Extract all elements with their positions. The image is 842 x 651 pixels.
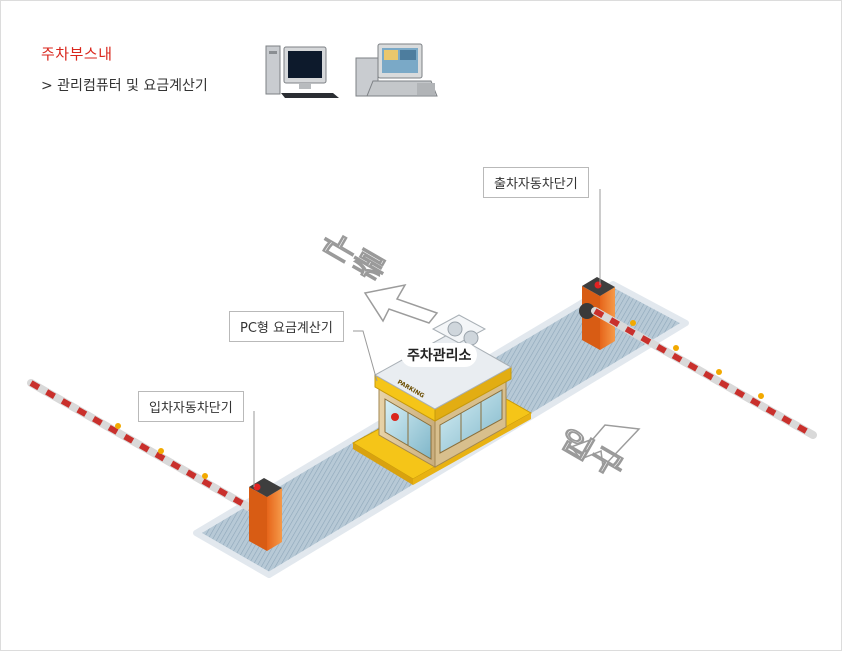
exit-barrier-arm (591, 307, 817, 439)
exit-road-text: 출구 (316, 224, 392, 286)
exit-barrier-lamps (630, 320, 764, 399)
page-title: 주차부스내 (41, 45, 113, 63)
entry-gate-label: 입차자동차단기 (138, 391, 244, 422)
pc-calculator-marker (391, 413, 399, 421)
page-subtitle: > 관리컴퓨터 및 요금계산기 (41, 78, 208, 94)
entry-barrier-lamps (115, 423, 208, 479)
fee-calculator-terminal-icon (355, 43, 438, 97)
entry-direction-arrow (569, 424, 641, 469)
exit-gate (579, 277, 615, 350)
pc-calculator-label: PC형 요금계산기 (229, 311, 344, 342)
exit-gate-label: 출차자동차단기 (483, 167, 589, 198)
entry-gate (249, 478, 282, 551)
desktop-computer-icon (265, 45, 339, 98)
leader-lines (253, 189, 601, 487)
exit-direction-arrow (363, 283, 439, 324)
entry-barrier-arm (27, 379, 263, 517)
booth-label: 주차관리소 (401, 343, 478, 367)
parking-booth (373, 314, 513, 468)
